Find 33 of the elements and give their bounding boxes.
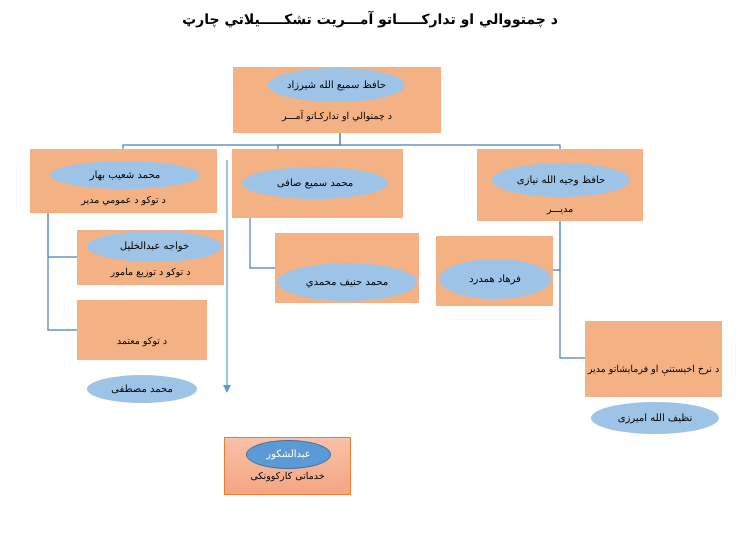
org-box — [436, 236, 553, 306]
box-label: د توکو معتمد — [116, 335, 168, 349]
box-label: د توکو د توزیع مامور — [109, 266, 192, 280]
name-ellipse: محمد شعیب بهار — [50, 161, 200, 189]
connector-line — [339, 133, 561, 149]
name-ellipse: حافظ وجیه الله نیازی — [492, 163, 630, 197]
name-ellipse: نظیف الله امیرزی — [591, 402, 719, 434]
box-label: خدماتی کارکوونکی — [249, 470, 326, 484]
name-ellipse: خواجه عبدالخلیل — [87, 231, 222, 262]
org-box — [77, 300, 207, 360]
org-box — [30, 149, 217, 213]
org-box — [232, 149, 403, 218]
box-label: مدیـــر — [546, 203, 574, 217]
arrow — [223, 160, 231, 393]
org-box — [224, 437, 351, 495]
connector-line — [47, 213, 77, 331]
connector-line — [249, 218, 275, 269]
name-ellipse: محمد مصطفی — [87, 375, 197, 403]
name-ellipse: فرهاد همدرد — [439, 259, 551, 299]
org-box — [275, 233, 419, 303]
org-box — [77, 230, 224, 285]
box-label: د نرخ اخیستنې او فرمایشاتو مدیر — [586, 363, 720, 378]
name-ellipse: حافظ سمیع الله شیرزاد — [268, 68, 405, 102]
org-box — [477, 149, 643, 221]
name-ellipse: عبدالشکور — [246, 440, 331, 469]
org-box — [233, 67, 441, 133]
org-box — [585, 321, 722, 397]
name-ellipse: محمد حنیف محمدي — [277, 263, 417, 301]
chart-title: د چمتووالي او تدارکـــــاتو آمـــریت تشکـــــیلاتي چارټ — [181, 12, 559, 28]
box-label: د توکو د عمومي مدیر — [80, 194, 167, 208]
box-label: د چمتوالي او تدارکـاتو آمـــر — [280, 109, 394, 124]
connector-line — [559, 221, 585, 359]
name-ellipse: محمد سمیع صافی — [242, 167, 388, 199]
